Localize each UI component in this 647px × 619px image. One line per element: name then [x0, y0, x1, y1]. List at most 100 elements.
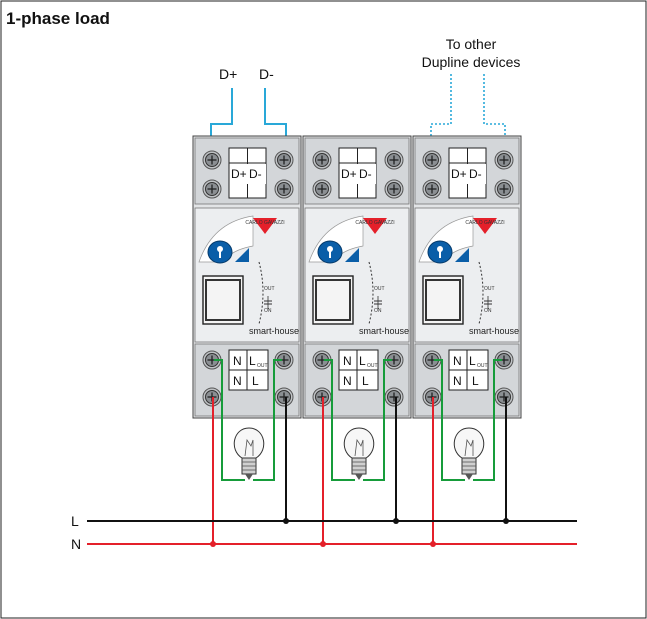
terminal-d-plus: D+	[341, 167, 357, 181]
lamp-icon	[343, 427, 375, 480]
load-wire-n	[434, 359, 465, 481]
note-line-1: To other	[446, 36, 497, 52]
lamp-tip	[355, 474, 363, 480]
terminal-d-minus: D-	[359, 167, 372, 181]
screw-icon	[384, 179, 404, 199]
screw-icon	[274, 150, 294, 170]
screw-icon	[312, 179, 332, 199]
key-icon-hole	[437, 246, 443, 252]
screw-icon	[384, 387, 404, 407]
display-window	[422, 275, 464, 325]
switch-out-label: OUT	[374, 286, 385, 292]
screw-icon	[202, 150, 222, 170]
terminal-l-bottom: L	[472, 374, 479, 388]
terminal-n-top: N	[453, 354, 462, 368]
label-bg	[340, 164, 376, 184]
brand-text: CARLO GAVAZZI	[245, 220, 284, 226]
dupline-dotted-wires	[430, 74, 506, 137]
terminal-n-bottom: N	[343, 374, 352, 388]
screw-icon	[202, 350, 222, 370]
display-window	[202, 275, 244, 325]
smart-house-logo: smart-house	[249, 326, 299, 336]
label-bg	[450, 164, 486, 184]
terminal-l-out: L	[359, 354, 366, 368]
terminal-d-plus: D+	[451, 167, 467, 181]
switch-arc	[258, 261, 264, 325]
key-icon-hole	[327, 246, 333, 252]
terminal-n-top: N	[343, 354, 352, 368]
d-plus-label: D+	[219, 66, 237, 82]
load-wire-l-out	[253, 359, 282, 481]
terminal-d-minus: D-	[249, 167, 262, 181]
display-window	[312, 275, 354, 325]
screw-icon	[312, 150, 332, 170]
display-inner	[425, 279, 461, 321]
switch-arc	[368, 261, 374, 325]
screw-icon	[384, 350, 404, 370]
terminal-l-out-sub: OUT	[477, 363, 488, 369]
brand-text: CARLO GAVAZZI	[465, 220, 504, 226]
smart-house-logo: smart-house	[359, 326, 409, 336]
smart-house-logo: smart-house	[469, 326, 519, 336]
terminal-l-out: L	[249, 354, 256, 368]
display-inner	[205, 279, 241, 321]
screw-icon	[494, 387, 514, 407]
terminal-n-bottom: N	[453, 374, 462, 388]
screw-icon	[422, 150, 442, 170]
lamp-filament	[244, 438, 254, 457]
screw-icon	[274, 179, 294, 199]
dotted-d-plus-wire	[430, 74, 452, 137]
key-icon-stem	[329, 251, 331, 258]
display-inner	[315, 279, 351, 321]
d-minus-label: D-	[259, 66, 274, 82]
switch-on-label: ON	[264, 308, 272, 314]
terminal-d-minus: D-	[469, 167, 482, 181]
signal-bars-icon	[235, 248, 249, 262]
load-wire-l-out	[363, 359, 392, 481]
note-line-2: Dupline devices	[422, 54, 521, 70]
load-wire-n	[324, 359, 355, 481]
switch-arc	[478, 261, 484, 325]
key-icon-stem	[219, 251, 221, 258]
lamp-tip	[245, 474, 253, 480]
l-line-label: L	[71, 513, 79, 529]
signal-bars-icon	[455, 248, 469, 262]
d-plus-wire	[210, 88, 233, 137]
label-bg	[230, 164, 266, 184]
terminal-l-out-sub: OUT	[367, 363, 378, 369]
terminal-l-bottom: L	[362, 374, 369, 388]
brand-triangle-icon	[363, 218, 387, 234]
switch-on-label: ON	[374, 308, 382, 314]
terminal-n-top: N	[233, 354, 242, 368]
lamp-filament	[354, 438, 364, 457]
load-wire-l-out	[473, 359, 502, 481]
screw-icon	[494, 150, 514, 170]
brand-text: CARLO GAVAZZI	[355, 220, 394, 226]
dotted-d-minus-wire	[483, 74, 506, 137]
switch-out-label: OUT	[484, 286, 495, 292]
brand-triangle-icon	[253, 218, 277, 234]
terminal-d-plus: D+	[231, 167, 247, 181]
terminal-l-bottom: L	[252, 374, 259, 388]
screw-icon	[422, 179, 442, 199]
screw-icon	[274, 387, 294, 407]
key-icon-hole	[217, 246, 223, 252]
lamp-icon	[233, 427, 265, 480]
diagram-title: 1-phase load	[6, 9, 110, 28]
signal-bars-icon	[345, 248, 359, 262]
screw-icon	[312, 350, 332, 370]
switch-on-label: ON	[484, 308, 492, 314]
screw-icon	[494, 350, 514, 370]
n-line-label: N	[71, 536, 81, 552]
load-wire-n	[214, 359, 245, 481]
terminal-l-out: L	[469, 354, 476, 368]
dupline-bus-wires	[210, 88, 287, 137]
screw-icon	[202, 179, 222, 199]
key-icon-stem	[439, 251, 441, 258]
screw-icon	[384, 150, 404, 170]
d-minus-wire	[264, 88, 287, 137]
